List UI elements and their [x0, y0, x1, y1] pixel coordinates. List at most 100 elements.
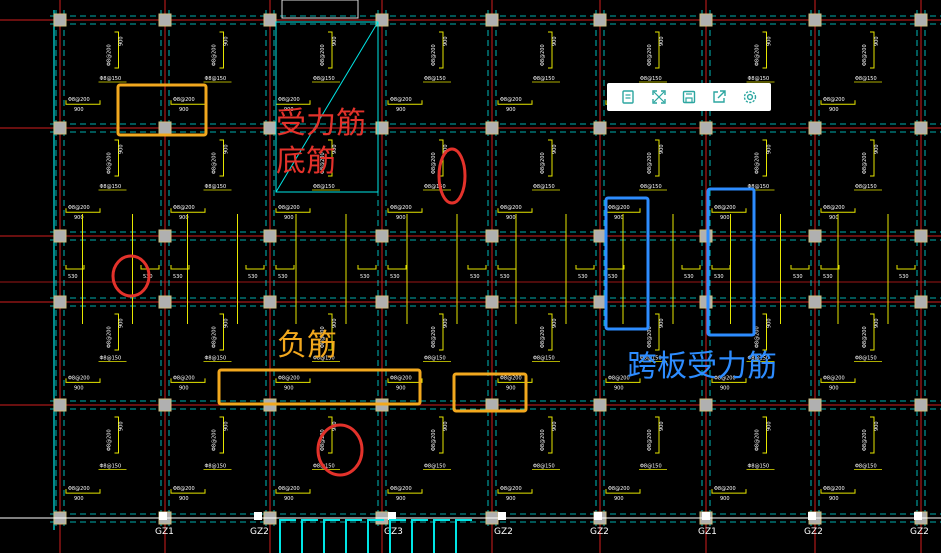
rebar-spec-label: Φ8@200	[173, 375, 195, 381]
rebar-spec-label: Φ8@200	[540, 152, 546, 174]
short-rebar	[140, 265, 160, 270]
short-rebar	[275, 265, 295, 270]
rebar-spec-label: Φ8@150	[640, 356, 662, 362]
rebar-spec-label: Φ8@200	[862, 326, 868, 348]
vertical-rebar	[762, 313, 767, 351]
column-square	[808, 398, 822, 412]
column-square	[593, 229, 607, 243]
rebar-spec-label: Φ8@150	[533, 184, 555, 190]
vertical-rebar	[655, 139, 660, 177]
cross-slab-rebar-highlight	[604, 196, 650, 331]
rebar-spec-label: Φ8@200	[755, 152, 761, 174]
dimension-label: 900	[179, 215, 189, 221]
column-tag-label: GZ2	[804, 527, 823, 537]
column-square	[699, 121, 713, 135]
rebar-spec-label: Φ8@200	[107, 152, 113, 174]
rebar-spec-label: Φ8@150	[640, 184, 662, 190]
vertical-rebar	[655, 416, 660, 454]
vertical-rebar	[439, 313, 444, 351]
dimension-label: 900	[224, 144, 230, 154]
column-square	[699, 295, 713, 309]
horizontal-rebar	[387, 489, 423, 494]
dimension-label: 900	[396, 496, 406, 502]
rebar-spec-label: Φ8@200	[823, 205, 845, 211]
dimension-label: 900	[767, 144, 773, 154]
dimension-label: 900	[74, 496, 84, 502]
dimension-label: 900	[74, 385, 84, 391]
horizontal-rebar	[820, 208, 856, 213]
stair-well	[275, 0, 379, 193]
column-square	[263, 295, 277, 309]
rebar-spec-label: Φ8@200	[320, 326, 326, 348]
column-square	[158, 229, 172, 243]
rebar-spec-label: Φ8@150	[748, 184, 770, 190]
short-rebar	[245, 265, 265, 270]
horizontal-rebar	[170, 378, 206, 383]
dimension-label: 530	[823, 274, 833, 280]
column-square	[158, 295, 172, 309]
dimension-label: 900	[224, 318, 230, 328]
vertical-rebar	[219, 31, 224, 69]
column-square	[375, 13, 389, 27]
rebar-spec-label: Φ8@150	[100, 184, 122, 190]
share-icon[interactable]	[710, 88, 728, 106]
dimension-label: 900	[332, 318, 338, 328]
column-square	[485, 229, 499, 243]
vertical-rebar	[114, 313, 119, 351]
rebar-spec-label: Φ8@200	[823, 486, 845, 492]
column-square	[914, 398, 928, 412]
column-square	[593, 13, 607, 27]
rebar-spec-label: Φ8@200	[647, 44, 653, 66]
column-square	[485, 398, 499, 412]
dimension-label: 530	[278, 274, 288, 280]
fullscreen-icon[interactable]	[650, 88, 668, 106]
dimension-label: 900	[179, 496, 189, 502]
column-tag-square	[254, 512, 262, 520]
column-square	[485, 295, 499, 309]
short-rebar	[790, 265, 810, 270]
dimension-label: 900	[506, 385, 516, 391]
rebar-spec-label: Φ8@200	[390, 205, 412, 211]
dimension-label: 900	[443, 36, 449, 46]
rebar-spec-label: Φ8@150	[424, 76, 446, 82]
floating-toolbar	[607, 83, 771, 111]
horizontal-rebar	[711, 489, 747, 494]
rebar-spec-label: Φ8@200	[173, 205, 195, 211]
rebar-marks: Φ8@200900Φ8@200900Φ8@150Φ8@200900Φ8@2009…	[65, 31, 916, 502]
rebar-spec-label: Φ8@150	[855, 356, 877, 362]
vertical-rebar	[114, 139, 119, 177]
rebar-spec-label: Φ8@200	[540, 429, 546, 451]
vertical-rebar	[219, 139, 224, 177]
dimension-label: 900	[119, 421, 125, 431]
rebar-spec-label: Φ8@150	[533, 464, 555, 470]
annotation-di-jin: 底筋	[276, 144, 336, 179]
rebar-spec-label: Φ8@150	[640, 464, 662, 470]
settings-icon[interactable]	[741, 88, 759, 106]
rebar-spec-label: Φ8@200	[500, 486, 522, 492]
column-tag-label: GZ1	[155, 527, 174, 537]
dimension-label: 900	[659, 318, 665, 328]
rebar-spec-label: Φ8@200	[500, 205, 522, 211]
rebar-spec-label: Φ8@200	[431, 326, 437, 348]
rebar-spec-label: Φ8@150	[533, 76, 555, 82]
rebar-spec-label: Φ8@150	[855, 464, 877, 470]
vertical-rebar	[219, 313, 224, 351]
rebar-spec-label: Φ8@200	[68, 205, 90, 211]
column-square	[593, 295, 607, 309]
rebar-spec-label: Φ8@150	[205, 356, 227, 362]
rebar-spec-label: Φ8@200	[714, 486, 736, 492]
horizontal-rebar	[605, 378, 641, 383]
rebar-spec-label: Φ8@200	[647, 326, 653, 348]
negative-rebar-highlight	[217, 368, 422, 406]
column-square	[485, 13, 499, 27]
column-square	[593, 121, 607, 135]
document-icon[interactable]	[619, 88, 637, 106]
save-icon[interactable]	[680, 88, 698, 106]
dimension-label: 900	[767, 36, 773, 46]
short-rebar	[467, 265, 487, 270]
rebar-spec-label: Φ8@200	[107, 326, 113, 348]
vertical-rebar	[439, 416, 444, 454]
rebar-spec-label: Φ8@200	[68, 486, 90, 492]
rebar-spec-label: Φ8@200	[823, 97, 845, 103]
rebar-spec-label: Φ8@150	[855, 184, 877, 190]
